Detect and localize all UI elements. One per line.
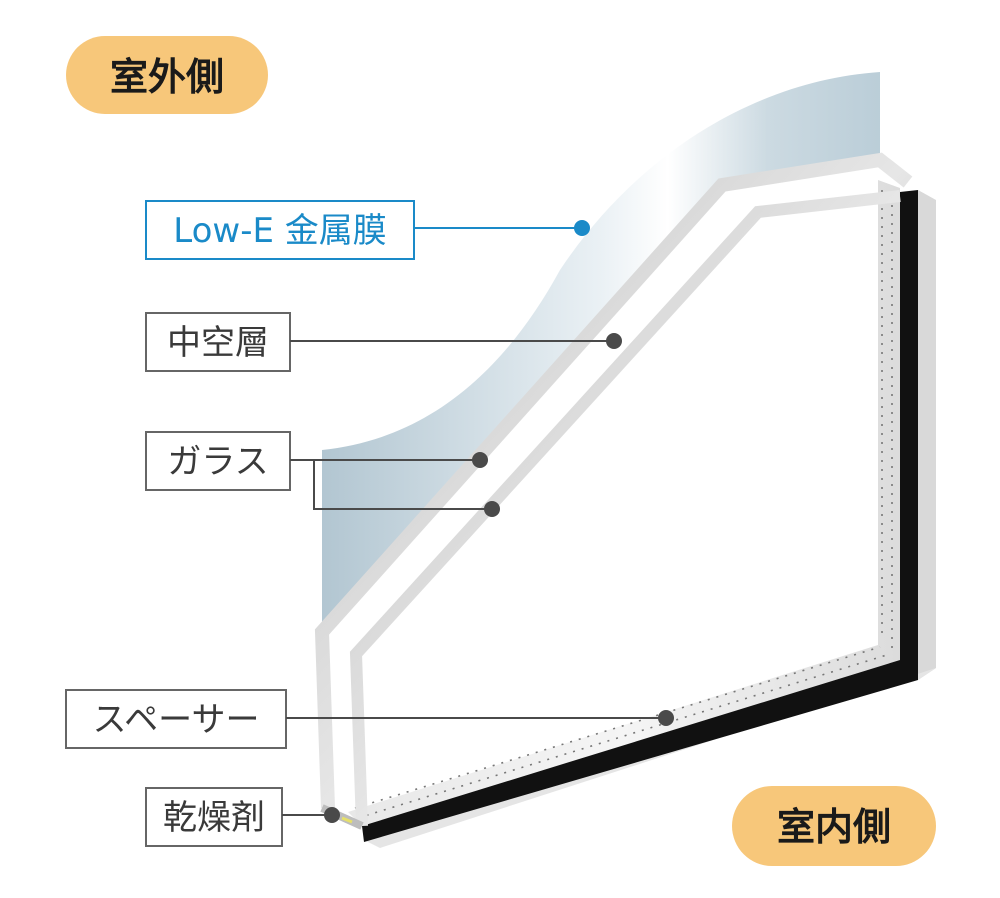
callout-spacer: スペーサー: [65, 689, 674, 749]
desiccant-marker: [324, 807, 340, 823]
outer-glass-pane: [314, 152, 913, 809]
callout-glass: ガラス: [145, 431, 500, 517]
callout-desiccant: 乾燥剤: [145, 787, 340, 847]
glass-label: ガラス: [167, 442, 268, 482]
inner-glass-pane: [349, 190, 901, 827]
low-e-label: Low-E 金属膜: [173, 211, 387, 251]
spacer-label: スペーサー: [93, 700, 260, 740]
indoor-pill: 室内側: [732, 786, 936, 866]
desiccant-mark: [341, 816, 353, 824]
low-e-marker: [574, 220, 590, 236]
outdoor-label: 室外側: [110, 55, 224, 99]
callout-air-layer: 中空層: [145, 312, 622, 372]
spacer-dots-bottom: [354, 646, 881, 809]
air-layer-marker: [606, 333, 622, 349]
callout-low-e: Low-E 金属膜: [145, 200, 590, 260]
spacer-marker: [658, 710, 674, 726]
desiccant-label: 乾燥剤: [163, 798, 265, 838]
glass-marker-outer: [472, 452, 488, 468]
glass-marker-inner: [484, 501, 500, 517]
pane-shadow: [918, 190, 936, 680]
outdoor-pill: 室外側: [66, 36, 268, 114]
sealant-strip: [362, 190, 918, 842]
low-e-tint-sheet: [322, 72, 880, 632]
air-layer-label: 中空層: [167, 323, 269, 363]
indoor-label: 室内側: [777, 805, 891, 849]
